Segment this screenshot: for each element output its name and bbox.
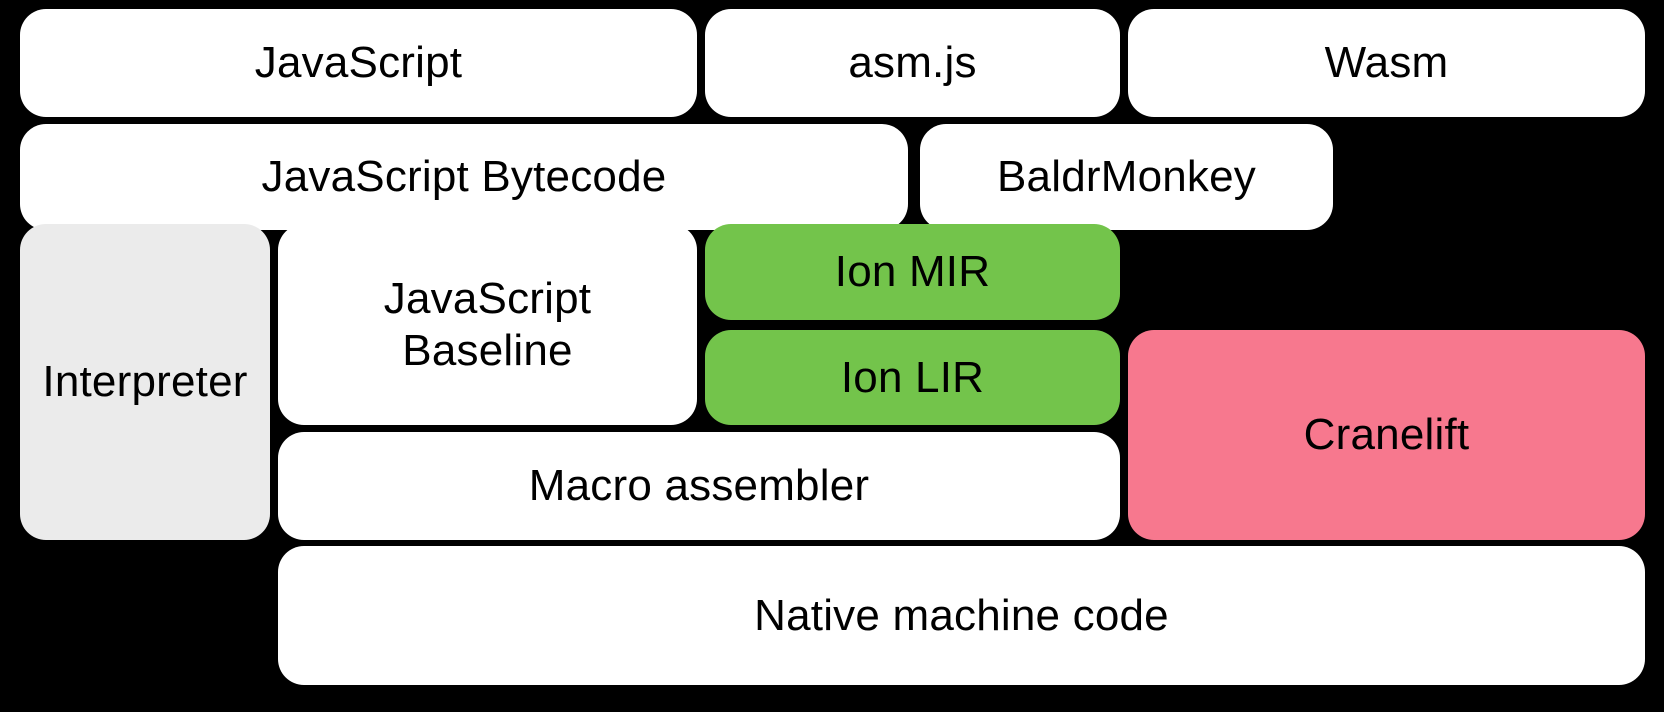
node-cranelift: Cranelift — [1128, 330, 1645, 540]
node-asm-js: asm.js — [705, 9, 1120, 117]
node-javascript-bytecode: JavaScript Bytecode — [20, 124, 908, 230]
node-baldrmonkey: BaldrMonkey — [920, 124, 1333, 230]
node-ion-mir: Ion MIR — [705, 224, 1120, 320]
node-ion-lir: Ion LIR — [705, 330, 1120, 425]
node-native-machine-code: Native machine code — [278, 546, 1645, 685]
node-macro-assembler: Macro assembler — [278, 432, 1120, 540]
node-interpreter: Interpreter — [20, 224, 270, 540]
node-wasm: Wasm — [1128, 9, 1645, 117]
node-javascript: JavaScript — [20, 9, 697, 117]
node-javascript-baseline: JavaScript Baseline — [278, 224, 697, 425]
